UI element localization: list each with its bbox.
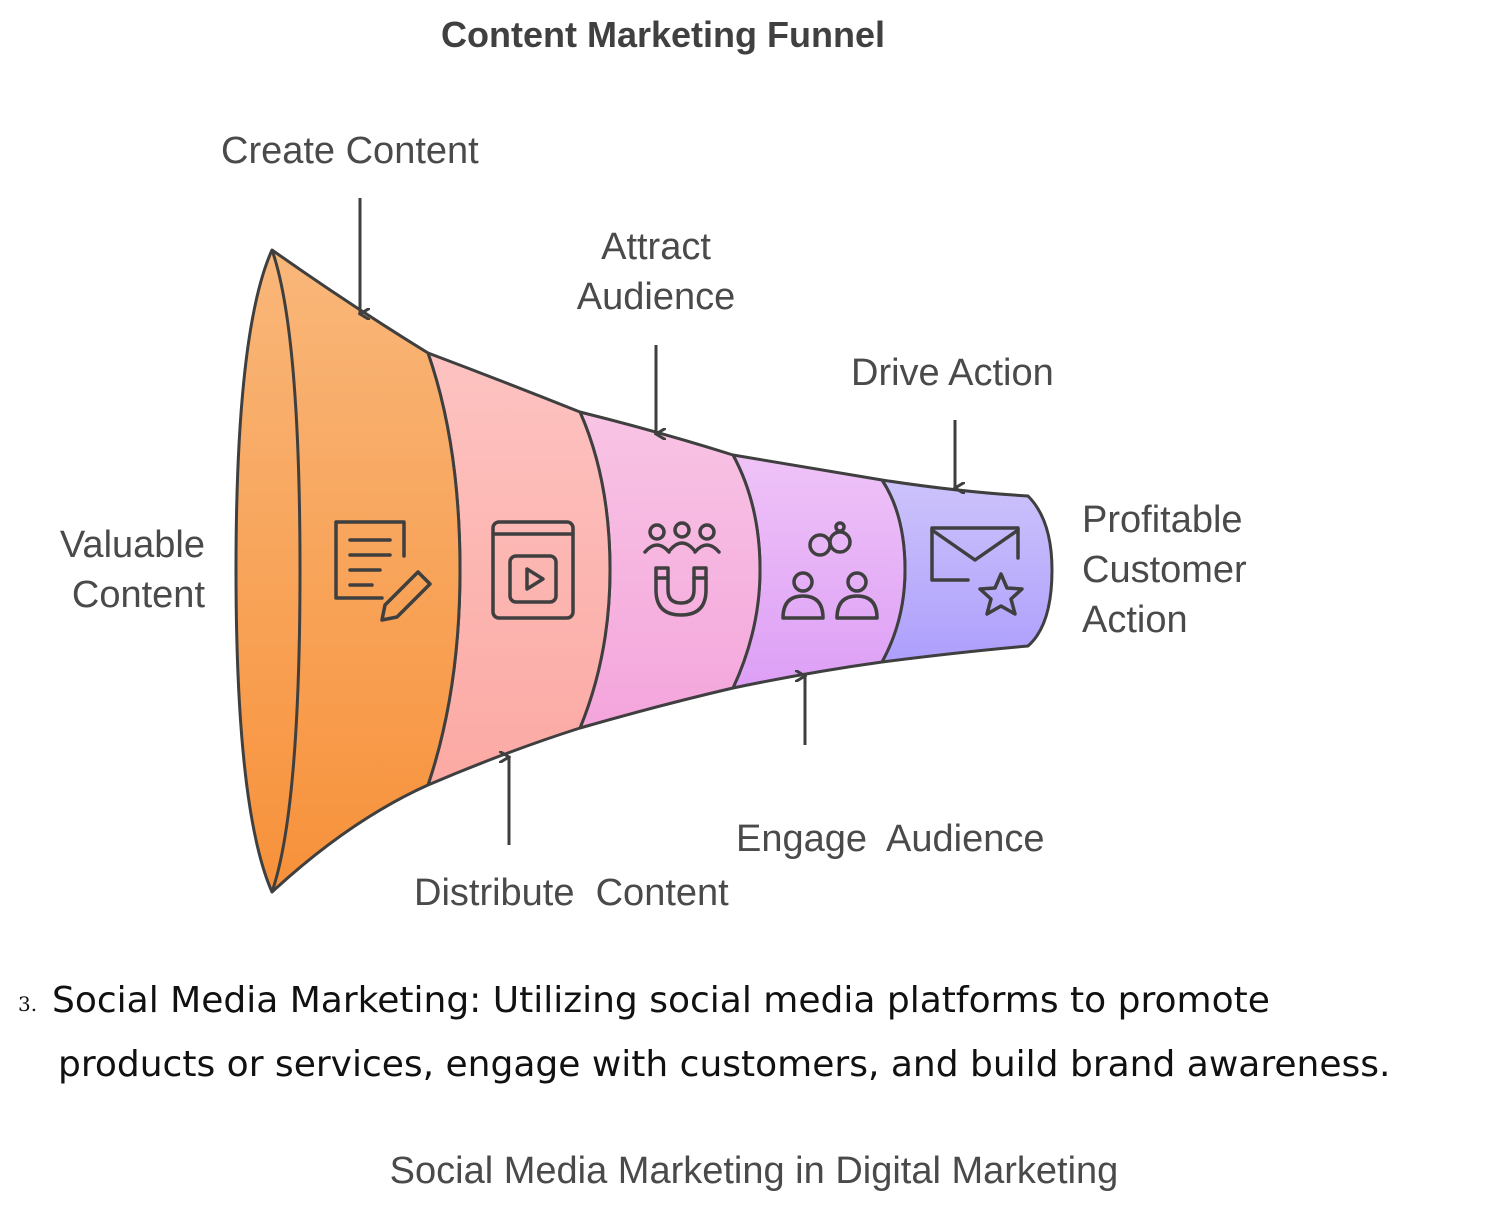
people-link-icon: [781, 521, 879, 620]
label-distribute-content: Distribute Content: [414, 872, 729, 914]
paragraph-line-2: products or services, engage with custom…: [58, 1044, 1391, 1085]
mail-star-icon: [930, 526, 1024, 616]
label-drive-action: Drive Action: [851, 352, 1054, 394]
label-create-content: Create Content: [221, 130, 479, 172]
paragraph-line-1: Social Media Marketing: Utilizing social…: [52, 980, 1270, 1021]
label-attract-audience: Attract Audience: [576, 226, 736, 318]
label-engage-audience: Engage Audience: [736, 818, 1045, 860]
document-edit-icon: [334, 520, 432, 622]
label-valuable-content: Valuable Content: [59, 524, 205, 616]
audience-magnet-icon: [643, 521, 721, 617]
label-profitable-customer-action: Profitable Customer Action: [1082, 499, 1247, 641]
list-number: 3.: [18, 992, 38, 1016]
video-play-icon: [491, 520, 575, 620]
funnel-segment-create-content: [234, 248, 462, 894]
page-caption: Social Media Marketing in Digital Market…: [389, 1150, 1119, 1192]
funnel-segment-drive-action: [880, 478, 1054, 664]
diagram-title: Content Marketing Funnel: [441, 14, 885, 55]
